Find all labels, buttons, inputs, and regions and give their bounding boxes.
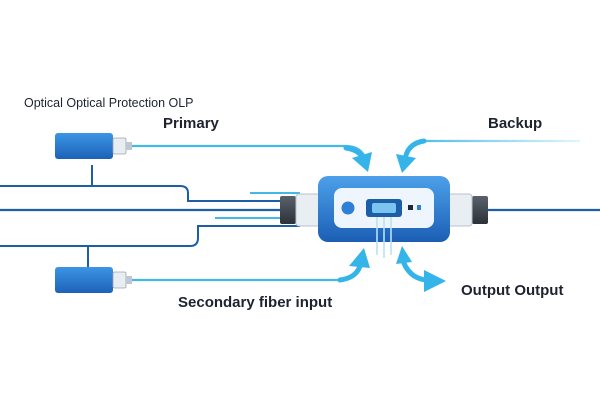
dark-fiber-top-branch <box>0 165 300 202</box>
arrow-secondary-icon <box>337 248 370 283</box>
label-primary: Primary <box>163 115 220 132</box>
dark-fiber-bottom-branch <box>0 225 300 268</box>
arrow-backup-icon <box>396 138 427 173</box>
device-right-connector <box>472 196 488 224</box>
diagram-title: Optical Optical Protection OLP <box>24 96 194 110</box>
device-status-led <box>341 201 355 215</box>
light-fiber-secondary <box>132 265 362 282</box>
fiber-module-top-icon <box>55 133 132 159</box>
arrow-output-icon <box>396 246 446 292</box>
fiber-module-bottom-icon <box>55 267 132 293</box>
label-secondary-input: Secondary fiber input <box>178 294 332 311</box>
device-pigtail-fibers <box>376 217 392 258</box>
olp-device-icon <box>280 176 488 258</box>
arrow-primary-icon <box>343 145 372 172</box>
light-fiber-backup <box>404 139 580 157</box>
label-backup: Backup <box>488 115 542 132</box>
light-fiber-primary <box>132 144 368 161</box>
label-output: Output Output <box>461 282 563 299</box>
dark-fiber-group <box>0 165 600 268</box>
device-left-connector <box>280 196 296 224</box>
